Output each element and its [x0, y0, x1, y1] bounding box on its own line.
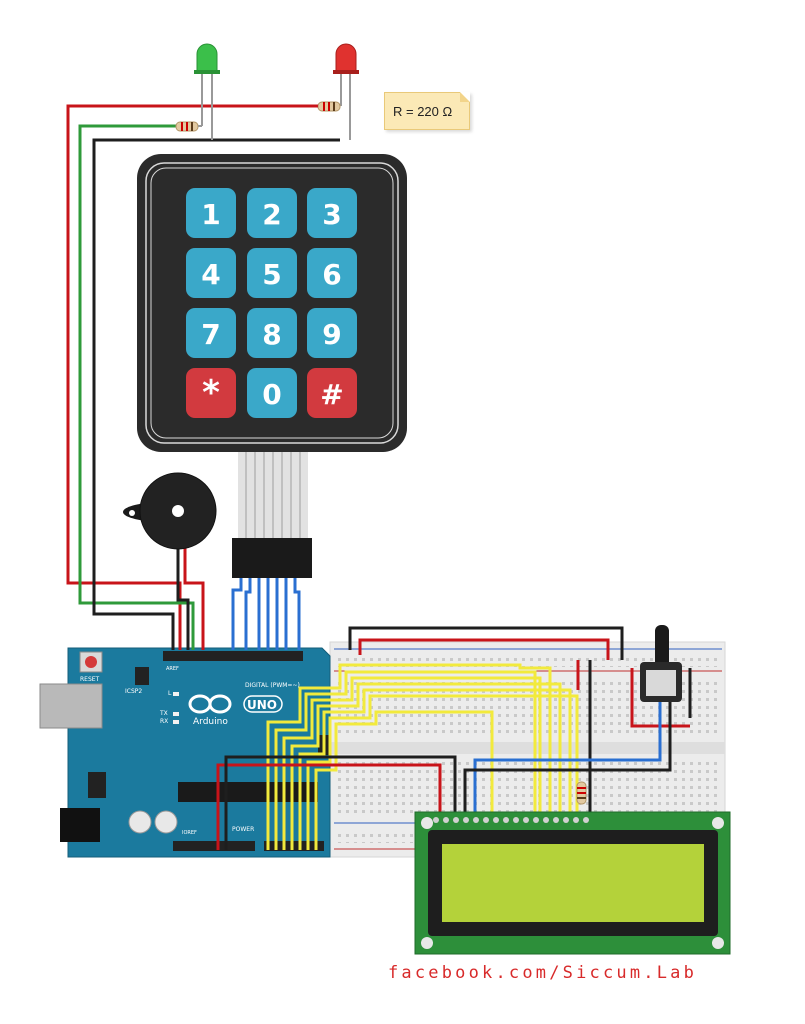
red-led	[333, 43, 359, 140]
lcd-pin	[523, 817, 529, 823]
lcd-pin	[433, 817, 439, 823]
keypad-key[interactable]: #	[307, 368, 357, 418]
keypad-key-face[interactable]	[186, 188, 236, 238]
keypad-key-face[interactable]	[186, 368, 236, 418]
wires-led	[66, 104, 340, 650]
tx-label: TX	[159, 710, 168, 717]
reset-button[interactable]	[85, 656, 97, 668]
analog-header	[264, 841, 324, 851]
keypad-key-face[interactable]	[247, 188, 297, 238]
power-label: POWER	[232, 826, 254, 833]
keypad-key-label: 3	[322, 198, 341, 231]
keypad-key[interactable]: 1	[186, 188, 236, 238]
keypad-key-label: #	[320, 378, 343, 411]
lcd-pin	[473, 817, 479, 823]
buzzer	[123, 472, 223, 550]
keypad-key[interactable]: *	[186, 368, 236, 418]
reset-label: RESET	[80, 676, 100, 683]
capacitor	[154, 810, 178, 834]
keypad-key-face[interactable]	[307, 248, 357, 298]
arduino-labels: RESET ICSP2 AREF L TX RX DIGITAL (PWM=~)…	[80, 666, 300, 836]
keypad-key[interactable]: 5	[247, 248, 297, 298]
keypad-key-label: 6	[322, 258, 341, 291]
rx-label: RX	[160, 718, 168, 725]
lcd-pin	[503, 817, 509, 823]
capacitor	[128, 810, 152, 834]
lcd-pin	[493, 817, 499, 823]
keypad-key-face[interactable]	[247, 248, 297, 298]
aref-label: AREF	[166, 666, 179, 672]
keypad-key-label: 4	[201, 258, 220, 291]
keypad-key[interactable]: 6	[307, 248, 357, 298]
keypad-key-face[interactable]	[247, 368, 297, 418]
resistor-value-text: R = 220 Ω	[393, 103, 453, 119]
chip	[178, 782, 318, 802]
digital-header	[163, 651, 303, 661]
lcd-pin	[553, 817, 559, 823]
arduino-logo	[188, 694, 283, 714]
lcd-pin	[483, 817, 489, 823]
green-led	[194, 43, 220, 140]
keypad-key[interactable]: 8	[247, 308, 297, 358]
credit-text: facebook.com/Siccum.Lab	[388, 963, 698, 983]
lcd-pin	[463, 817, 469, 823]
lcd-pin	[443, 817, 449, 823]
resistor-green-led	[175, 121, 202, 132]
keypad-key[interactable]: 0	[247, 368, 297, 418]
wires-keypad	[231, 578, 301, 650]
keypad-connector	[232, 538, 312, 578]
resistor-red-led	[296, 101, 341, 112]
keypad-key-face[interactable]	[307, 368, 357, 418]
icsp2-label: ICSP2	[125, 688, 142, 695]
keypad-keys: 1 2 3 4 5 6 7 8 9 * 0 #	[186, 188, 357, 418]
keypad-key-face[interactable]	[307, 188, 357, 238]
lcd-pin	[563, 817, 569, 823]
keypad-key[interactable]: 9	[307, 308, 357, 358]
lcd-pin	[453, 817, 459, 823]
resistor-lcd	[576, 781, 587, 805]
lcd-pin	[573, 817, 579, 823]
keypad-key-label: 8	[262, 318, 281, 351]
digital-label: DIGITAL (PWM=~)	[245, 682, 300, 689]
keypad-key-label: 7	[201, 318, 220, 351]
lcd-pin	[513, 817, 519, 823]
keypad-key-face[interactable]	[247, 308, 297, 358]
l-label: L	[168, 690, 172, 697]
keypad-key[interactable]: 3	[307, 188, 357, 238]
keypad-key-face[interactable]	[186, 308, 236, 358]
keypad-key-label: 0	[262, 378, 281, 411]
power-header	[173, 841, 255, 851]
potentiometer	[640, 625, 682, 702]
ioref-label: IOREF	[182, 830, 197, 836]
uno-label: UNO	[247, 698, 277, 712]
lcd-screen	[442, 844, 704, 922]
keypad-key-label: 9	[322, 318, 341, 351]
lcd-pin	[583, 817, 589, 823]
keypad-key-label: *	[202, 373, 220, 413]
arduino-uno	[39, 647, 331, 858]
usb-port	[39, 683, 103, 729]
keypad-key-label: 2	[262, 198, 281, 231]
keypad-key-label: 1	[201, 198, 220, 231]
power-jack	[60, 808, 100, 842]
lcd-pin	[533, 817, 539, 823]
lcd-display	[414, 811, 731, 955]
keypad-key-face[interactable]	[307, 308, 357, 358]
keypad-key-label: 5	[262, 258, 281, 291]
lcd-pin	[543, 817, 549, 823]
keypad-key-face[interactable]	[186, 248, 236, 298]
keypad-key[interactable]: 2	[247, 188, 297, 238]
keypad-key[interactable]: 4	[186, 248, 236, 298]
keypad-key[interactable]: 7	[186, 308, 236, 358]
wires-lcd-data	[266, 663, 579, 850]
lcd-pins	[433, 817, 589, 823]
keypad-ribbon	[232, 452, 312, 578]
wires-lcd-power	[216, 626, 692, 850]
resistor-value-note: R = 220 Ω	[384, 92, 470, 130]
arduino-logo-text: Arduino	[193, 717, 228, 727]
